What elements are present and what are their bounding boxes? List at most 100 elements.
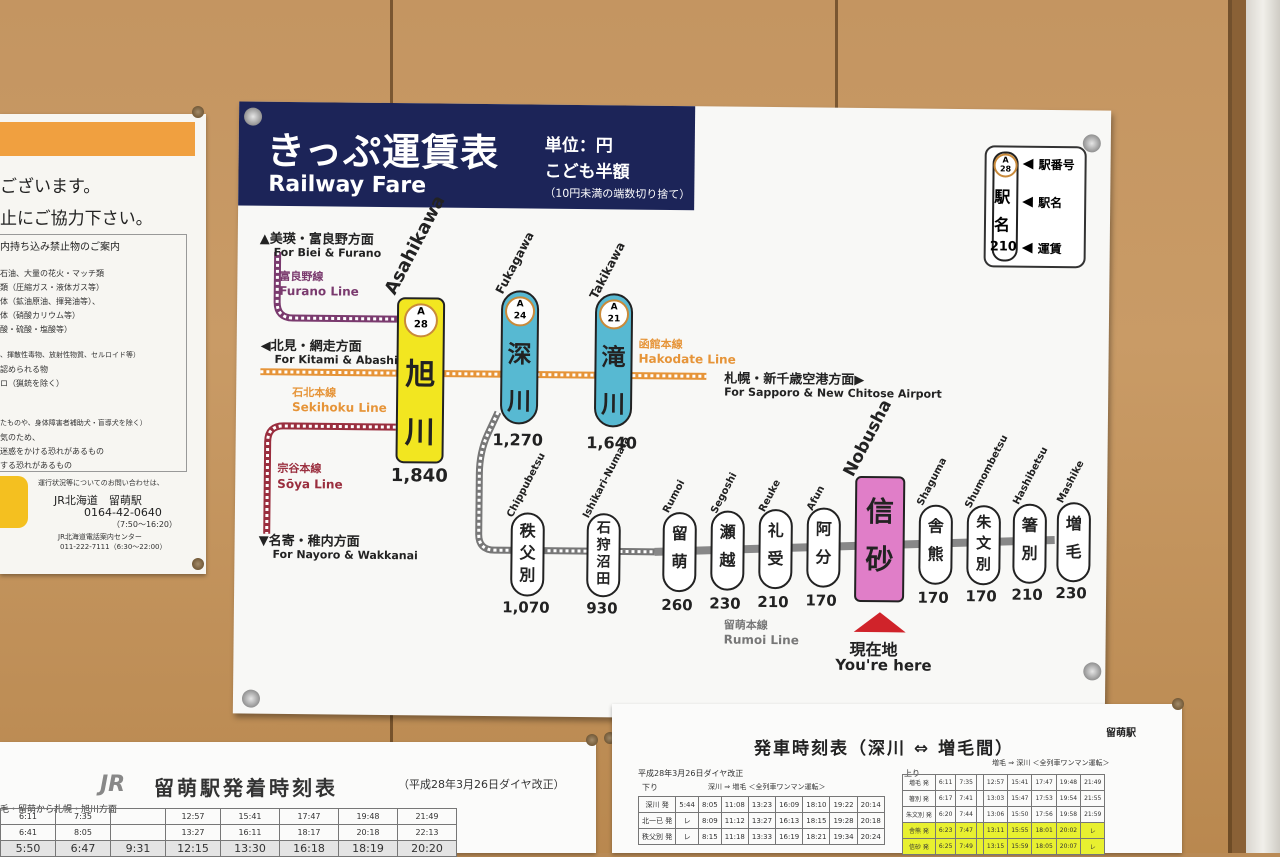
table-cell: 21:59 <box>1081 807 1105 823</box>
table-cell: 19:34 <box>830 829 857 845</box>
table-row: 信砂 発 6:25 7:49 13:15 15:59 18:05 20:07 レ <box>903 839 1105 855</box>
table-cell: 16:11 <box>221 825 280 841</box>
timetable-left: JR 留萌駅発着時刻表 （平成28年3月26日ダイヤ改正） 毛・留萌から札幌・旭… <box>0 742 596 853</box>
table-cell: 12:15 <box>166 841 221 857</box>
station-mashike: 増 毛 <box>1056 502 1091 582</box>
fare-ishikari-numata: 930 <box>574 599 630 618</box>
table-cell: 朱文別 発 <box>903 807 936 823</box>
table-cell: 19:54 <box>1056 791 1080 807</box>
table-cell: 17:47 <box>1032 775 1056 791</box>
table-cell: 18:01 <box>1032 823 1056 839</box>
fare-takikawa: 1,640 <box>584 433 640 453</box>
current-location-triangle <box>854 612 906 633</box>
table-cell: 15:50 <box>1008 807 1032 823</box>
left-poster-line: 体（硝酸カリウム等） <box>0 310 80 321</box>
station-kanji: 朱 文 別 <box>968 512 999 575</box>
table-cell: 7:41 <box>956 791 976 807</box>
table-cell: 21:55 <box>1081 791 1105 807</box>
station-nobusha: 信 砂 <box>854 476 905 603</box>
table-cell: 12:57 <box>983 775 1007 791</box>
table-cell: 13:33 <box>748 829 775 845</box>
table-cell: 13:23 <box>748 797 775 813</box>
table-row: 増毛 発 6:11 7:35 12:57 15:41 17:47 19:48 2… <box>903 775 1105 791</box>
table-cell: 20:18 <box>339 825 398 841</box>
left-poster-line: 内持ち込み禁止物のご案内 <box>0 238 120 253</box>
left-poster-line: する恐れがあるもの <box>0 460 72 471</box>
soya-line-label: 宗谷本線 <box>277 460 321 476</box>
table-cell: 秩父別 発 <box>639 829 676 845</box>
table-cell: 7:35 <box>56 809 111 825</box>
table-cell: 11:08 <box>721 797 748 813</box>
timetable-title: 発車時刻表（深川 ⇔ 増毛間） <box>754 734 1014 759</box>
pin <box>586 734 598 746</box>
station-kanji: 阿 分 <box>808 515 839 571</box>
left-poster-line: 類（圧縮ガス・液体ガス等） <box>0 282 104 293</box>
pin <box>1172 698 1184 710</box>
table-cell: 11:18 <box>721 829 748 845</box>
hakodate-line-label-en: Hakodate Line <box>638 352 735 367</box>
table-cell: 16:09 <box>776 797 803 813</box>
direction-kitami-en: For Kitami & Abashiri <box>274 353 407 367</box>
left-poster: ございます。 止にご協力下さい。 内持ち込み禁止物のご案内 石油、大量の花火・マ… <box>0 114 206 574</box>
table-cell: 6:11 <box>935 775 955 791</box>
station-reuke: 礼 受 <box>758 509 793 589</box>
current-location-label-en: You're here <box>835 656 931 675</box>
window-frame-dark <box>1232 0 1246 853</box>
table-cell: 20:24 <box>857 829 884 845</box>
table-cell: 16:19 <box>776 829 803 845</box>
table-cell: 16:18 <box>280 841 339 857</box>
table-cell: 13:30 <box>221 841 280 857</box>
table-cell: 6:47 <box>56 841 111 857</box>
table-cell: 8:05 <box>698 797 721 813</box>
table-cell: 22:13 <box>398 825 457 841</box>
table-cell: 13:27 <box>748 813 775 829</box>
table-cell <box>111 825 166 841</box>
pin <box>192 106 204 118</box>
table-cell: 15:59 <box>1008 839 1032 855</box>
station-kanji: 箸 別 <box>1014 512 1045 568</box>
station-kanji: 瀬 越 <box>712 518 743 574</box>
table-cell: 19:28 <box>830 813 857 829</box>
station-fukagawa: A 24 深 川 <box>500 290 539 424</box>
table-cell: 15:41 <box>221 809 280 825</box>
left-poster-line: 運行状況等についてのお問い合わせは、 <box>38 478 164 488</box>
station-hashibetsu: 箸 別 <box>1012 504 1047 584</box>
hakodate-line-label: 函館本線 <box>639 336 683 352</box>
timetable-up-table: 増毛 発 6:11 7:35 12:57 15:41 17:47 19:48 2… <box>902 774 1105 855</box>
left-poster-line: 止にご協力下さい。 <box>0 204 153 229</box>
table-cell: 15:55 <box>1008 823 1032 839</box>
fare-afun: 170 <box>793 591 849 610</box>
table-cell: 18:17 <box>280 825 339 841</box>
table-cell: レ <box>676 813 699 829</box>
table-cell: 6:20 <box>935 807 955 823</box>
table-cell: 舎熊 発 <box>903 823 936 839</box>
table-cell: 7:44 <box>956 807 976 823</box>
table-cell <box>976 823 983 839</box>
sekihoku-line-label: 石北本線 <box>292 384 336 400</box>
direction-biei: ▲美瑛・富良野方面 <box>260 228 374 248</box>
station-kanji: 増 毛 <box>1058 510 1089 566</box>
table-cell: 21:49 <box>398 809 457 825</box>
table-cell <box>111 809 166 825</box>
direction-sapporo-en: For Sapporo & New Chitose Airport <box>724 386 942 401</box>
fare-asahikawa: 1,840 <box>389 465 449 487</box>
station-number-badge: A 28 <box>404 303 438 337</box>
left-poster-icon <box>0 476 28 528</box>
table-row: 北一已 発 レ 8:09 11:12 13:27 16:13 18:15 19:… <box>639 813 885 829</box>
left-poster-line: たものや、身体障害者補助犬・盲導犬を除く） <box>0 418 147 428</box>
left-poster-line: ございます。 <box>0 172 100 197</box>
station-kanji: 礼 受 <box>760 517 791 573</box>
direction-biei-en: For Biei & Furano <box>274 246 382 260</box>
table-cell: 15:41 <box>1008 775 1032 791</box>
station-kanji: 石 狩 沼 田 <box>588 520 619 588</box>
table-cell: 20:07 <box>1056 839 1080 855</box>
station-kanji: 留 萌 <box>664 520 695 576</box>
table-cell: 18:10 <box>803 797 830 813</box>
table-row: 箸別 発 6:17 7:41 13:03 15:47 17:53 19:54 2… <box>903 791 1105 807</box>
table-cell: 18:19 <box>339 841 398 857</box>
table-row: 舎熊 発 6:23 7:47 13:11 15:55 18:01 20:02 レ <box>903 823 1105 839</box>
direction-nayoro: ▼名寄・稚内方面 <box>259 530 360 550</box>
left-poster-line: 011-222-7111（6:30〜22:00） <box>60 542 166 552</box>
station-kanji: 川 <box>596 384 630 419</box>
station-kanji: 川 <box>502 381 536 416</box>
